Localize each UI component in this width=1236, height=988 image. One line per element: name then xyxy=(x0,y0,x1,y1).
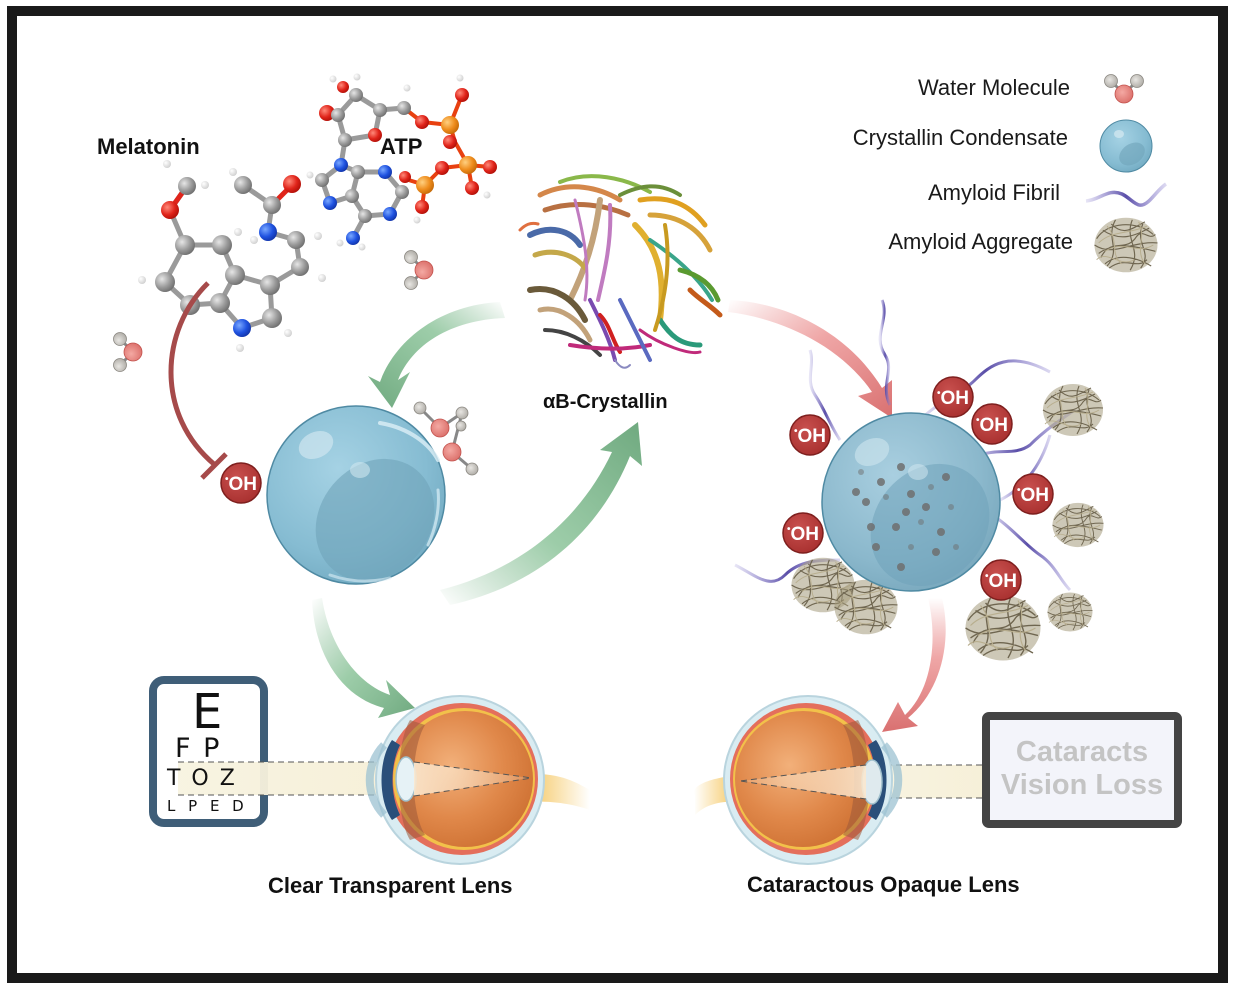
water-dimer xyxy=(413,401,479,476)
aggregate-particle xyxy=(872,543,880,551)
aggregate-particle xyxy=(862,498,870,506)
aggregate-particle xyxy=(858,469,864,475)
hydroxyl-radical: •OH xyxy=(980,559,1022,601)
alphaB-crystallin-label: αB-Crystallin xyxy=(543,391,668,413)
water-molecule-icon xyxy=(1103,73,1145,105)
atp-molecule xyxy=(306,73,497,251)
melatonin-inhibition-line xyxy=(168,281,228,480)
aggregate-particle xyxy=(928,484,934,490)
eye-chart-row-4: L P E D xyxy=(167,797,248,815)
aggregation-arrow xyxy=(728,300,892,418)
legend-label-water-molecule: Water Molecule xyxy=(917,75,1070,100)
hydroxyl-radical: •OH xyxy=(1012,473,1054,515)
aggregate-particle xyxy=(953,544,959,550)
dissolution-arrow xyxy=(440,422,642,605)
amyloid-aggregate xyxy=(1052,502,1104,548)
aggregate-particle xyxy=(852,488,860,496)
crystallin-condensate-icon xyxy=(1099,119,1153,173)
hydroxyl-radical: •OH xyxy=(971,403,1013,445)
aggregate-particle xyxy=(918,519,924,525)
radical-label: •OH xyxy=(225,474,257,495)
amyloid-aggregate xyxy=(1047,592,1093,632)
aggregate-particle xyxy=(907,490,915,498)
svg-text:•OH: •OH xyxy=(794,426,826,447)
aggregate-particle xyxy=(937,528,945,536)
aggregate-particle xyxy=(942,473,950,481)
crystallin-condensate-damaged xyxy=(821,412,1001,592)
cataract-lens-caption: Cataractous Opaque Lens xyxy=(747,872,1020,897)
amyloid-aggregate xyxy=(1042,383,1104,437)
eye-chart-row-3: T O Z xyxy=(167,766,237,791)
alphaB-crystallin-structure xyxy=(518,174,723,369)
svg-text:•OH: •OH xyxy=(787,524,819,545)
melatonin-label: Melatonin xyxy=(97,134,200,159)
eye-cataract-lens xyxy=(693,695,903,865)
svg-text:•OH: •OH xyxy=(1017,485,1049,506)
aggregate-particle xyxy=(932,548,940,556)
melatonin-molecule xyxy=(138,160,326,352)
aggregate-particle xyxy=(867,523,875,531)
legend-label-amyloid-aggregate: Amyloid Aggregate xyxy=(888,229,1073,254)
water-molecule xyxy=(403,249,435,291)
crystallin-condensate-healthy xyxy=(266,405,446,585)
eye-chart-row-2: F P xyxy=(175,733,222,764)
eye-clear-lens xyxy=(365,695,590,865)
vision-loss-line-2: Vision Loss xyxy=(1000,769,1164,801)
hydroxyl-radical: •OH xyxy=(932,376,974,418)
aggregate-particle xyxy=(908,544,914,550)
aggregate-particle xyxy=(902,508,910,516)
aggregate-particle xyxy=(883,494,889,500)
clear-lens-arrow xyxy=(312,598,415,718)
aggregate-particle xyxy=(922,503,930,511)
aggregate-particles xyxy=(852,463,959,571)
vision-loss-box xyxy=(982,712,1182,828)
svg-text:•OH: •OH xyxy=(937,388,969,409)
aggregate-particle xyxy=(897,463,905,471)
hydroxyl-radical: •OH xyxy=(782,512,824,554)
aggregate-particle xyxy=(877,478,885,486)
aggregate-particle xyxy=(948,504,954,510)
amyloid-aggregate xyxy=(964,594,1042,662)
condensation-arrow xyxy=(368,302,505,408)
hydroxyl-radical: •OH xyxy=(220,462,262,504)
vision-loss-line-1: Cataracts xyxy=(1015,736,1149,768)
aggregate-particle xyxy=(897,563,905,571)
hydroxyl-radical: •OH xyxy=(789,414,831,456)
legend-label-crystallin-condensate: Crystallin Condensate xyxy=(852,125,1068,150)
clear-lens-caption: Clear Transparent Lens xyxy=(268,873,513,898)
aggregate-particle xyxy=(892,523,900,531)
legend-label-amyloid-fibril: Amyloid Fibril xyxy=(927,180,1060,205)
cataract-arrow xyxy=(882,598,946,732)
svg-text:•OH: •OH xyxy=(976,415,1008,436)
vision-loss-text: Cataracts Vision Loss xyxy=(994,736,1170,802)
eye-chart-row-1: E xyxy=(192,684,223,740)
amyloid-fibril-icon xyxy=(1085,182,1168,207)
amyloid-aggregate-icon xyxy=(1093,217,1159,273)
water-molecule xyxy=(112,331,144,373)
svg-text:•OH: •OH xyxy=(985,571,1017,592)
atp-label: ATP xyxy=(380,134,423,159)
